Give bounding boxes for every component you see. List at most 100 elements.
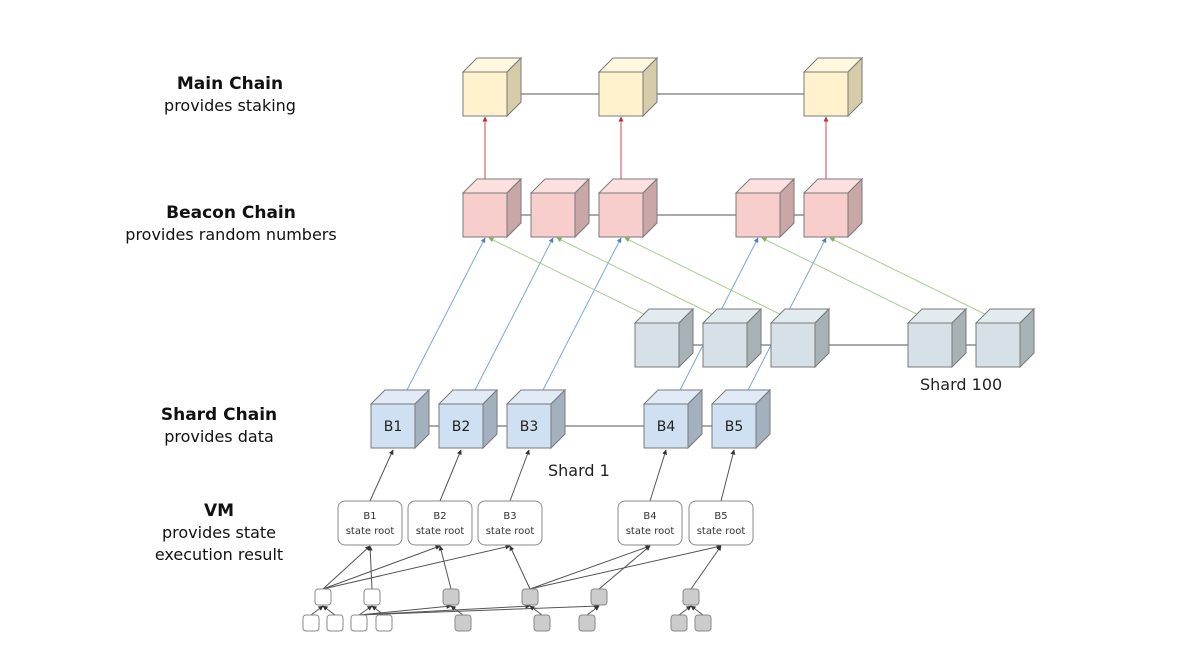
shard-1-block-B2-front (438, 403, 484, 449)
shard-100-block-5-front (975, 322, 1021, 368)
shard-1-block-B1-front (370, 403, 416, 449)
vm-subtitle-line1: provides state (161, 523, 277, 542)
main-chain-block-3 (802, 56, 864, 118)
shard-100-to-beacon-link-1 (488, 237, 663, 324)
state-leaf-to-node-link-11 (678, 605, 692, 616)
vm-box-state-root-label: state root (346, 526, 395, 537)
vm-title: VM (203, 501, 235, 521)
vm-state-root-box-B4: B4 state root (617, 500, 683, 546)
state-leaf-to-node-link-7 (358, 603, 600, 616)
beacon-chain-block-5 (802, 177, 864, 239)
state-tree-node-2 (363, 588, 381, 606)
state-tree-leaf-5 (454, 614, 472, 632)
beacon-chain-block-4-front (735, 192, 781, 238)
state-node-to-vm-link-9 (598, 545, 651, 590)
main-chain-subtitle: provides staking (164, 96, 296, 115)
vm-box-state-root-label: state root (416, 526, 465, 537)
vm-to-shard-block-link-4 (649, 449, 668, 502)
main-chain-title: Main Chain (176, 74, 284, 94)
main-chain-block-2-front (598, 71, 644, 117)
state-leaf-to-node-link-2 (322, 605, 336, 616)
beacon-chain-block-5-front (803, 192, 849, 238)
state-node-to-vm-link-1 (322, 545, 371, 590)
beacon-chain-block-2 (529, 177, 591, 239)
shard-1-block-B2-label: B2 (452, 419, 471, 435)
shard-1-block-B1: B1 (369, 388, 431, 450)
shard-100-to-beacon-link-3 (624, 237, 799, 324)
vm-box-block-label: B4 (643, 511, 656, 522)
state-tree-leaf-6 (533, 614, 551, 632)
state-leaf-to-node-link-8 (450, 605, 464, 616)
shard-1-to-beacon-link-3 (542, 237, 622, 391)
beacon-chain-block-1-front (462, 192, 508, 238)
vm-box-block-label: B3 (503, 511, 516, 522)
state-tree-node-4 (521, 588, 539, 606)
state-leaf-to-node-link-3 (358, 605, 373, 616)
beacon-chain-title: Beacon Chain (166, 203, 296, 223)
vm-state-root-box-B2: B2 state root (407, 500, 473, 546)
beacon-chain-block-4 (734, 177, 796, 239)
state-tree-leaf-9 (694, 614, 712, 632)
vm-to-shard-block-link-2 (439, 449, 462, 502)
vm-box-frame (688, 500, 754, 546)
vm-to-shard-block-link-3 (509, 449, 530, 502)
shard-100-to-beacon-link-5 (829, 237, 1004, 324)
vm-box-block-label: B5 (714, 511, 727, 522)
shard-100-block-4-front (907, 322, 953, 368)
vm-box-block-label: B1 (363, 511, 376, 522)
vm-box-frame (407, 500, 473, 546)
shard-100-block-5 (974, 307, 1036, 369)
shard-100-block-4 (906, 307, 968, 369)
state-tree-node-3 (442, 588, 460, 606)
state-leaf-to-node-link-5 (358, 603, 452, 616)
shard-100-block-3-front (770, 322, 816, 368)
shard-1-block-B5-front (711, 403, 757, 449)
shard-chain-title: Shard Chain (160, 405, 278, 425)
state-tree-leaf-2 (326, 614, 344, 632)
layer-label-vm: VM provides state execution result (155, 500, 283, 566)
state-node-to-vm-link-6 (509, 545, 531, 590)
shard-100-block-2 (701, 307, 763, 369)
state-node-to-vm-link-5 (438, 545, 452, 590)
vm-box-state-root-label: state root (626, 526, 675, 537)
shard-100-label: Shard 100 (920, 375, 1002, 394)
shard-1-to-beacon-link-1 (406, 237, 486, 391)
vm-to-shard-block-link-5 (720, 449, 736, 502)
shard-100-to-beacon-link-2 (556, 237, 731, 324)
main-chain-block-1 (461, 56, 523, 118)
shard-1-block-B3: B3 (505, 388, 567, 450)
main-chain-block-1-front (462, 71, 508, 117)
shard-1-to-beacon-link-2 (474, 237, 554, 391)
beacon-chain-block-2-front (530, 192, 576, 238)
vm-box-block-label: B2 (433, 511, 446, 522)
shard-1-block-B4-front (643, 403, 689, 449)
shard-100-block-1 (633, 307, 695, 369)
shard-100-block-1-front (634, 322, 680, 368)
state-tree-node-5 (590, 588, 608, 606)
state-tree-leaf-7 (578, 614, 596, 632)
beacon-chain-block-3 (597, 177, 659, 239)
vm-box-frame (337, 500, 403, 546)
beacon-chain-subtitle: provides random numbers (125, 225, 337, 244)
shard-1-block-B3-front (506, 403, 552, 449)
shard-100-block-2-front (702, 322, 748, 368)
layer-label-shard-chain: Shard Chain provides data (161, 404, 277, 448)
state-tree-leaf-3 (350, 614, 368, 632)
layer-label-main-chain: Main Chain provides staking (164, 73, 296, 117)
shard-1-block-B5: B5 (710, 388, 772, 450)
state-node-to-vm-link-3 (322, 545, 441, 590)
state-tree-node-6 (682, 588, 700, 606)
state-leaf-to-node-link-1 (310, 605, 324, 616)
vm-state-root-box-B1: B1 state root (337, 500, 403, 546)
shard-1-block-B2: B2 (437, 388, 499, 450)
vm-box-frame (617, 500, 683, 546)
state-tree-leaf-1 (302, 614, 320, 632)
shard-1-block-B1-label: B1 (384, 419, 403, 435)
shard-chain-subtitle: provides data (164, 427, 274, 446)
layer-label-beacon-chain: Beacon Chain provides random numbers (125, 202, 336, 246)
